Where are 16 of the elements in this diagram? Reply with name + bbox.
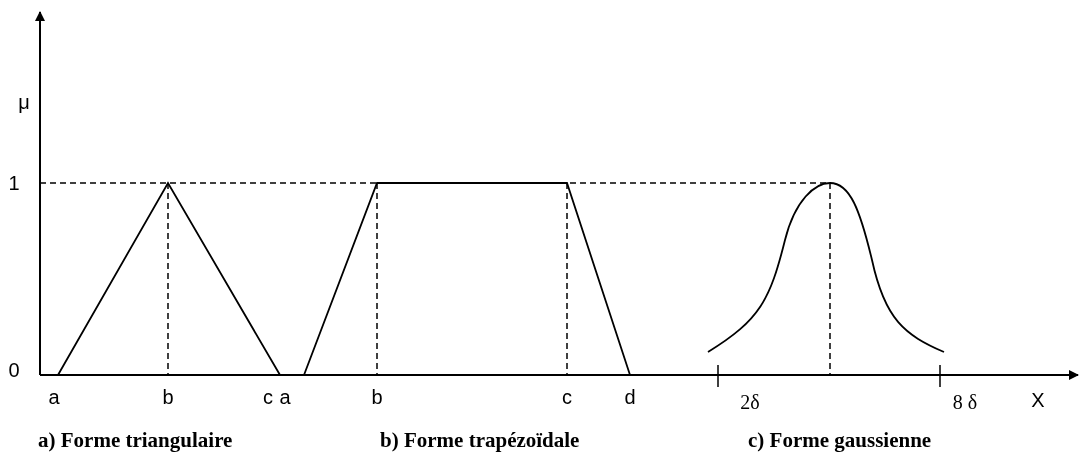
tick-label: 2δ xyxy=(740,391,760,413)
tick-label: d xyxy=(624,386,636,408)
tick-label: b xyxy=(371,386,383,408)
tick-label: a xyxy=(279,386,291,408)
tick-label: 0 xyxy=(8,359,20,381)
tick-label: 1 xyxy=(8,172,20,194)
tick-label: c xyxy=(562,386,572,408)
tick-label: a xyxy=(48,386,60,408)
axis-label: X xyxy=(1031,389,1045,411)
caption: b) Forme trapézoïdale xyxy=(380,429,580,451)
axis-label: μ xyxy=(18,91,30,113)
tick-label: c xyxy=(263,386,273,408)
tick-label: b xyxy=(162,386,174,408)
caption: a) Forme triangulaire xyxy=(38,429,233,451)
tick-label: 8 δ xyxy=(952,391,978,413)
caption: c) Forme gaussienne xyxy=(748,429,932,451)
